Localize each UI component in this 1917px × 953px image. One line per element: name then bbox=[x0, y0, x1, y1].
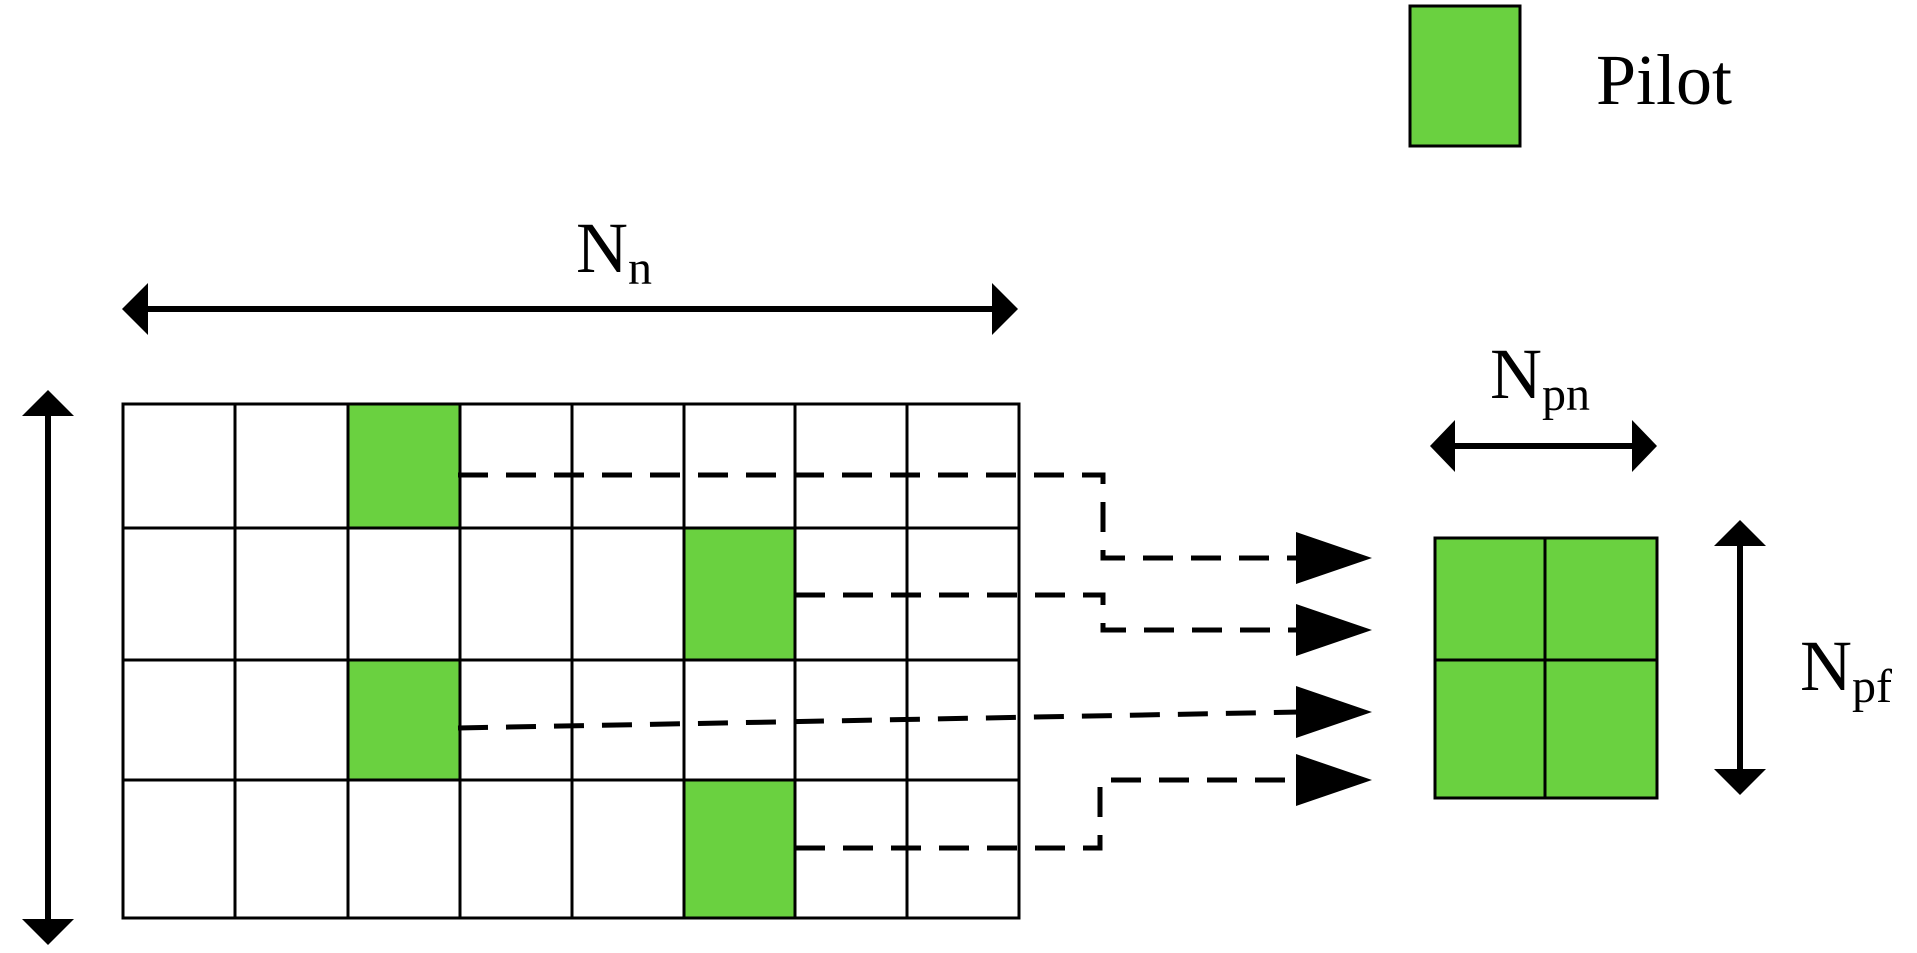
pilot-top-arrowhead bbox=[1714, 520, 1766, 546]
main-height-dimension bbox=[22, 390, 74, 945]
arrowhead-row-3 bbox=[1296, 686, 1372, 738]
pilot-block-cell bbox=[1433, 536, 1547, 662]
legend-pilot-swatch bbox=[1408, 4, 1522, 148]
main-width-label: Nn bbox=[576, 208, 652, 295]
pilot-block-cell bbox=[1543, 658, 1659, 800]
grid-cell bbox=[121, 778, 237, 920]
arrowhead-row-1 bbox=[1296, 532, 1372, 584]
connector-arrowheads bbox=[1296, 532, 1372, 806]
pilot-block-cell bbox=[1433, 658, 1547, 800]
connector-row-1 bbox=[458, 472, 1300, 561]
grid-cell bbox=[346, 526, 462, 662]
legend: Pilot bbox=[1408, 4, 1732, 148]
connector-row-2 bbox=[795, 592, 1300, 633]
grid-cell bbox=[682, 402, 797, 530]
top-arrowhead bbox=[22, 390, 74, 416]
pilot-height-label: Npf bbox=[1800, 626, 1892, 713]
grid-cell bbox=[570, 778, 686, 920]
grid-cell bbox=[121, 402, 237, 530]
main-width-dimension: Nn bbox=[122, 208, 1018, 335]
grid-cell bbox=[570, 402, 686, 530]
grid-cell bbox=[233, 778, 350, 920]
pilot-height-dimension: Npf bbox=[1714, 520, 1892, 795]
pilot-width-label: Npn bbox=[1490, 334, 1590, 421]
connector-row-3 bbox=[457, 709, 1301, 731]
pilot-cell bbox=[682, 778, 797, 920]
resource-grid bbox=[121, 402, 1021, 920]
grid-cell bbox=[570, 658, 686, 782]
pilot-left-arrowhead bbox=[1430, 420, 1455, 472]
legend-pilot-label: Pilot bbox=[1596, 40, 1732, 120]
pilot-width-dimension: Npn bbox=[1430, 334, 1657, 472]
arrowhead-row-2 bbox=[1296, 604, 1372, 656]
grid-cell bbox=[682, 658, 797, 782]
grid-cell bbox=[346, 778, 462, 920]
grid-cell bbox=[233, 402, 350, 530]
pilot-cell bbox=[346, 658, 462, 782]
pilot-cell bbox=[682, 526, 797, 662]
grid-cell bbox=[121, 526, 237, 662]
grid-cell bbox=[233, 526, 350, 662]
left-arrowhead bbox=[122, 283, 148, 335]
grid-cell bbox=[793, 402, 909, 530]
grid-cell bbox=[458, 402, 574, 530]
grid-cell bbox=[905, 402, 1021, 530]
right-arrowhead bbox=[992, 283, 1018, 335]
extracted-pilot-block bbox=[1433, 536, 1659, 800]
grid-cell bbox=[233, 658, 350, 782]
pilot-extraction-connectors bbox=[457, 472, 1301, 851]
grid-cell bbox=[458, 778, 574, 920]
grid-cell bbox=[121, 658, 237, 782]
pilot-cell bbox=[346, 402, 462, 530]
grid-cell bbox=[458, 526, 574, 662]
pilot-right-arrowhead bbox=[1632, 420, 1657, 472]
grid-cell bbox=[570, 526, 686, 662]
pilot-block-cell bbox=[1543, 536, 1659, 662]
connector-row-4 bbox=[795, 777, 1300, 851]
bottom-arrowhead bbox=[22, 919, 74, 945]
pilot-bottom-arrowhead bbox=[1714, 769, 1766, 795]
arrowhead-row-4 bbox=[1296, 754, 1372, 806]
grid-cell bbox=[458, 658, 574, 782]
